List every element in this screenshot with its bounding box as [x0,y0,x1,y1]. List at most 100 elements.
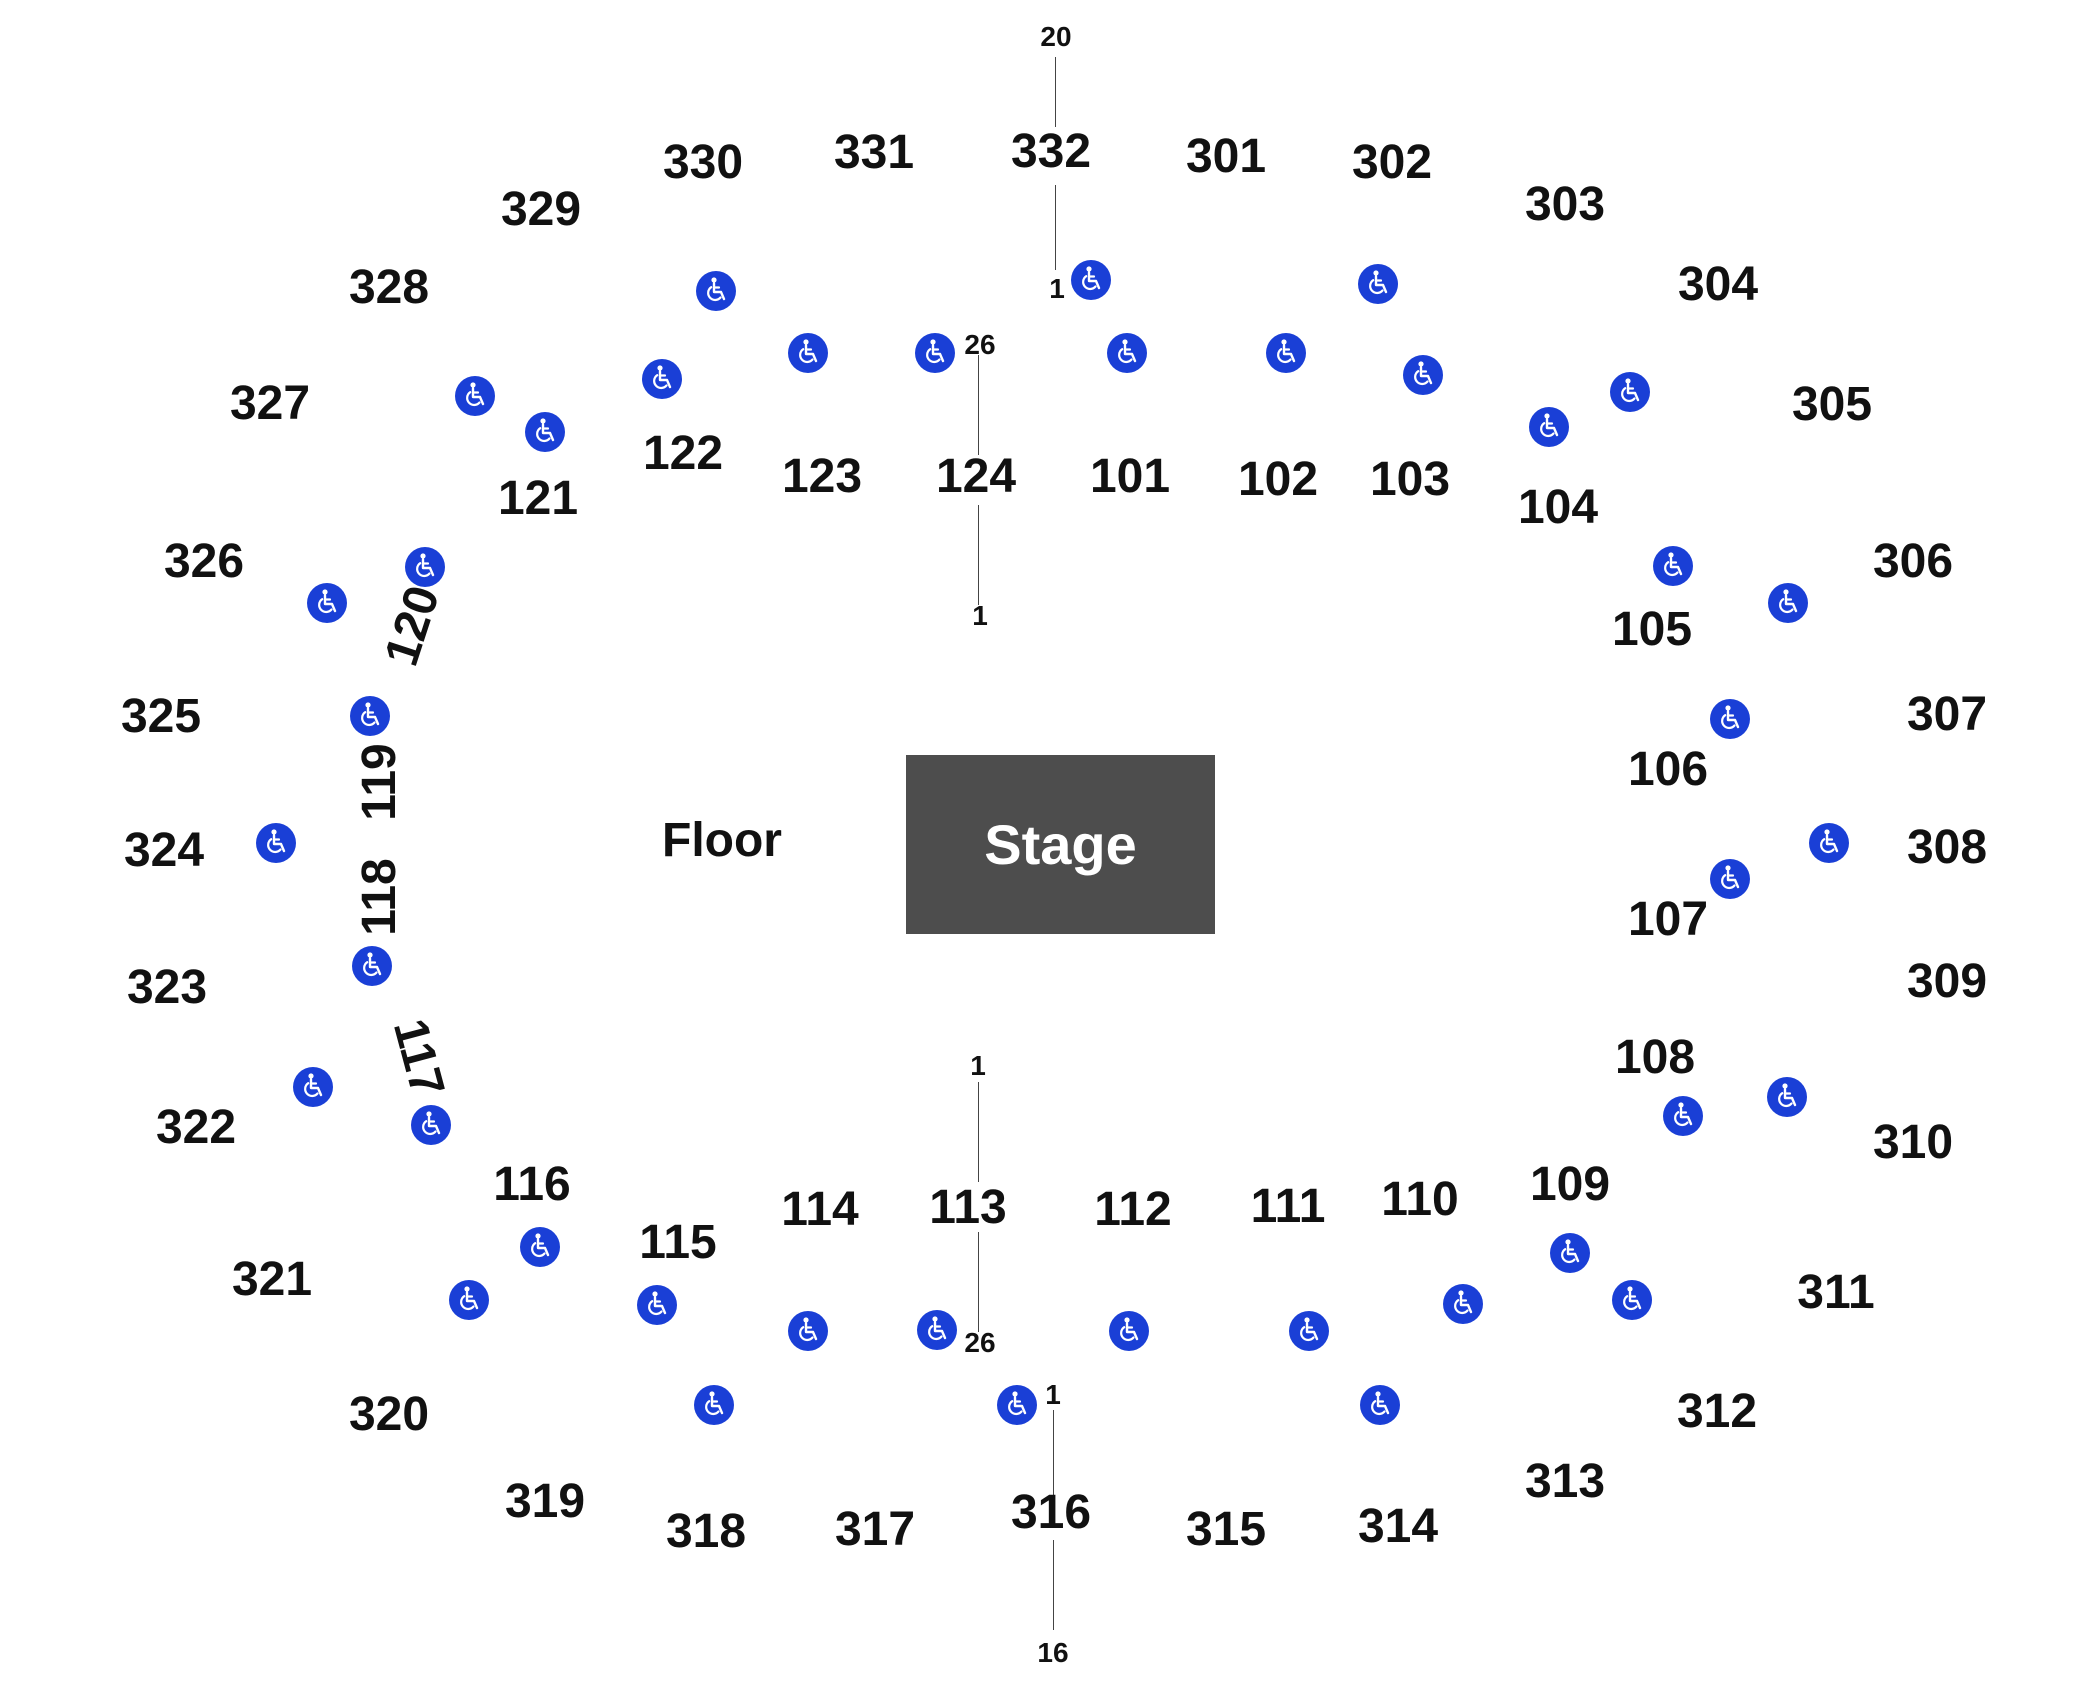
wheelchair-accessible-icon[interactable] [1358,264,1398,304]
section-115[interactable]: 115 [639,1216,717,1269]
wheelchair-accessible-icon[interactable] [1610,372,1650,412]
section-323[interactable]: 323 [126,961,208,1014]
wheelchair-accessible-icon[interactable] [1612,1280,1652,1320]
section-112[interactable]: 112 [1094,1183,1172,1236]
section-111[interactable]: 111 [1250,1180,1326,1233]
wheelchair-accessible-icon[interactable] [696,271,736,311]
section-102[interactable]: 102 [1237,453,1319,506]
section-311[interactable]: 311 [1797,1266,1875,1319]
section-316[interactable]: 316 [1010,1486,1092,1539]
section-118[interactable]: 118 [353,858,406,936]
section-325[interactable]: 325 [120,690,202,743]
wheelchair-accessible-icon[interactable] [788,333,828,373]
section-303[interactable]: 303 [1524,178,1606,231]
wheelchair-accessible-icon[interactable] [1403,355,1443,395]
section-120[interactable]: 120 [374,579,451,673]
wheelchair-accessible-icon[interactable] [637,1285,677,1325]
row-label: 1 [1045,1379,1061,1410]
section-328[interactable]: 328 [348,261,430,314]
section-324[interactable]: 324 [123,824,205,877]
wheelchair-accessible-icon[interactable] [525,412,565,452]
section-314[interactable]: 314 [1357,1500,1439,1553]
wheelchair-accessible-icon[interactable] [694,1385,734,1425]
row-label: 26 [964,1327,996,1358]
section-110[interactable]: 110 [1381,1173,1459,1226]
section-116[interactable]: 116 [493,1158,571,1211]
section-117[interactable]: 117 [382,1013,455,1103]
section-318[interactable]: 318 [665,1505,747,1558]
wheelchair-accessible-icon[interactable] [1071,260,1111,300]
wheelchair-accessible-icon[interactable] [307,583,347,623]
section-327[interactable]: 327 [229,377,311,430]
wheelchair-accessible-icon[interactable] [1768,583,1808,623]
section-330[interactable]: 330 [662,136,744,189]
section-floor[interactable]: Floor [662,814,782,867]
section-119[interactable]: 119 [353,743,406,821]
wheelchair-accessible-icon[interactable] [1529,407,1569,447]
section-321[interactable]: 321 [231,1253,313,1306]
wheelchair-accessible-icon[interactable] [1443,1284,1483,1324]
wheelchair-accessible-icon[interactable] [520,1227,560,1267]
wheelchair-accessible-icon[interactable] [642,359,682,399]
wheelchair-accessible-icon[interactable] [788,1311,828,1351]
section-309[interactable]: 309 [1906,955,1988,1008]
section-103[interactable]: 103 [1369,453,1451,506]
section-305[interactable]: 305 [1791,378,1873,431]
section-302[interactable]: 302 [1351,136,1433,189]
section-104[interactable]: 104 [1517,481,1599,534]
section-326[interactable]: 326 [163,535,245,588]
section-329[interactable]: 329 [500,183,582,236]
section-107[interactable]: 107 [1627,893,1709,946]
wheelchair-accessible-icon[interactable] [1653,546,1693,586]
wheelchair-accessible-icon[interactable] [1710,699,1750,739]
section-319[interactable]: 319 [504,1475,586,1528]
section-322[interactable]: 322 [155,1101,237,1154]
section-331[interactable]: 331 [833,126,915,179]
section-310[interactable]: 310 [1872,1116,1954,1169]
section-308[interactable]: 308 [1906,821,1988,874]
section-306[interactable]: 306 [1872,535,1954,588]
section-109[interactable]: 109 [1529,1158,1611,1211]
wheelchair-accessible-icon[interactable] [997,1385,1037,1425]
wheelchair-accessible-icon[interactable] [917,1310,957,1350]
section-124[interactable]: 124 [935,450,1017,503]
wheelchair-accessible-icon[interactable] [1767,1077,1807,1117]
wheelchair-accessible-icon[interactable] [1289,1311,1329,1351]
wheelchair-accessible-icon[interactable] [352,946,392,986]
section-315[interactable]: 315 [1185,1503,1267,1556]
wheelchair-accessible-icon[interactable] [293,1067,333,1107]
section-106[interactable]: 106 [1627,743,1709,796]
wheelchair-accessible-icon[interactable] [1809,823,1849,863]
wheelchair-accessible-icon[interactable] [1360,1385,1400,1425]
section-101[interactable]: 101 [1089,450,1171,503]
section-307[interactable]: 307 [1906,688,1988,741]
section-304[interactable]: 304 [1677,258,1759,311]
section-121[interactable]: 121 [497,472,579,525]
section-332[interactable]: 332 [1010,125,1092,178]
wheelchair-accessible-icon[interactable] [256,823,296,863]
section-122[interactable]: 122 [642,427,724,480]
section-313[interactable]: 313 [1524,1455,1606,1508]
wheelchair-accessible-icon[interactable] [1550,1233,1590,1273]
wheelchair-accessible-icon[interactable] [915,333,955,373]
wheelchair-accessible-icon[interactable] [1710,859,1750,899]
section-320[interactable]: 320 [348,1388,430,1441]
section-113[interactable]: 113 [929,1181,1007,1234]
wheelchair-accessible-icon[interactable] [449,1280,489,1320]
section-105[interactable]: 105 [1611,603,1693,656]
section-108[interactable]: 108 [1614,1031,1696,1084]
wheelchair-accessible-icon[interactable] [455,376,495,416]
wheelchair-accessible-icon[interactable] [1107,333,1147,373]
wheelchair-accessible-icon[interactable] [1266,333,1306,373]
wheelchair-accessible-icon[interactable] [411,1105,451,1145]
wheelchair-accessible-icon[interactable] [1109,1311,1149,1351]
section-301[interactable]: 301 [1185,130,1267,183]
wheelchair-accessible-icon[interactable] [350,696,390,736]
wheelchair-accessible-icon[interactable] [405,547,445,587]
section-123[interactable]: 123 [781,450,863,503]
section-114[interactable]: 114 [781,1183,859,1236]
section-317[interactable]: 317 [834,1503,916,1556]
wheelchair-accessible-icon[interactable] [1663,1096,1703,1136]
section-312[interactable]: 312 [1676,1385,1758,1438]
